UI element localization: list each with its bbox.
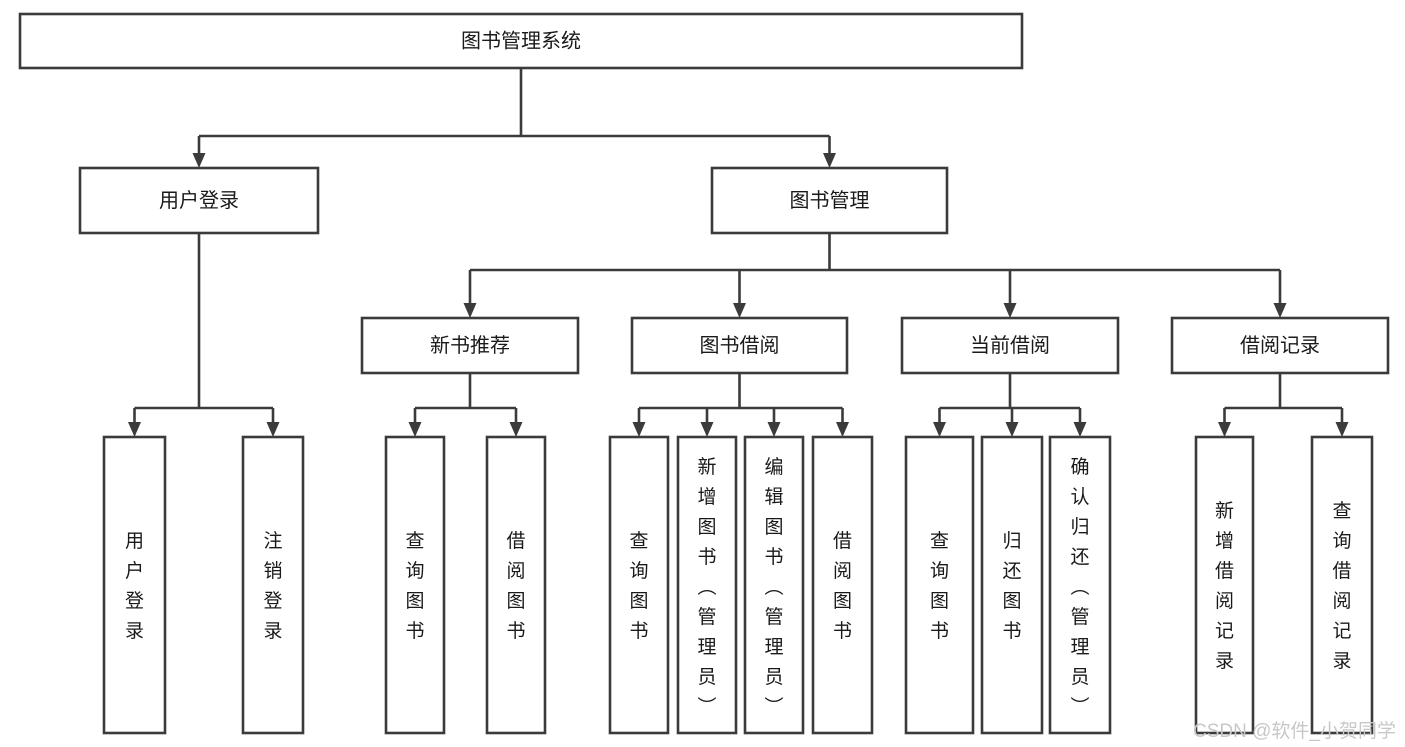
connector-arrowhead	[933, 422, 946, 437]
connector-arrowhead	[836, 422, 849, 437]
connector-arrowhead	[1335, 422, 1349, 437]
node-layer: 图书管理系统用户登录图书管理新书推荐图书借阅当前借阅借阅记录用户登录注销登录查询…	[18, 12, 1390, 735]
node-label: 图书管理	[790, 189, 870, 212]
node-label: 借阅图书	[833, 530, 852, 642]
node-label: 新增图书︵管理员︶	[697, 456, 716, 718]
node-label: 借阅图书	[506, 530, 525, 642]
node-label: 借阅记录	[1240, 334, 1320, 357]
node-label: 新书推荐	[430, 334, 510, 357]
node-box[interactable]	[900, 316, 1120, 375]
connector-arrowhead	[733, 303, 746, 318]
node-label: 用户登录	[125, 531, 144, 642]
connector-arrowhead	[1273, 303, 1287, 318]
connector-arrowhead	[128, 422, 141, 437]
node-box[interactable]	[485, 435, 547, 735]
node-box[interactable]	[241, 435, 305, 735]
node-box[interactable]	[811, 435, 874, 735]
connector-arrowhead	[1003, 303, 1017, 318]
node-leaf-确认归还管理员[interactable]: 确认归还︵管理员︶	[1048, 435, 1112, 735]
node-box[interactable]	[904, 435, 975, 735]
connector-arrowhead	[700, 422, 714, 437]
node-l2-用户登录[interactable]: 用户登录	[78, 166, 320, 235]
node-label: 查询图书	[930, 530, 949, 642]
node-label: 注销登录	[263, 530, 282, 642]
connector-arrowhead	[767, 422, 781, 437]
connector-arrowhead	[463, 303, 477, 318]
connector-arrowhead	[266, 422, 280, 437]
node-label: 确认归还︵管理员︶	[1070, 456, 1089, 718]
connector-arrowhead	[823, 153, 836, 168]
csdn-watermark: CSDN @软件_小贺同学	[1193, 720, 1396, 742]
node-box[interactable]	[980, 435, 1044, 735]
node-l3-借阅记录[interactable]: 借阅记录	[1170, 316, 1390, 375]
node-box[interactable]	[1310, 435, 1374, 735]
connector-arrowhead	[1218, 422, 1231, 437]
node-root-图书管理系统[interactable]: 图书管理系统	[18, 12, 1024, 70]
node-box[interactable]	[710, 166, 949, 235]
node-label: 编辑图书︵管理员︶	[764, 456, 783, 718]
connector-layer	[128, 68, 1349, 437]
node-label: 归还图书	[1002, 530, 1021, 642]
node-l3-当前借阅[interactable]: 当前借阅	[900, 316, 1120, 375]
node-label: 查询借阅记录	[1332, 500, 1351, 672]
node-leaf-用户登录[interactable]: 用户登录	[102, 435, 167, 735]
node-leaf-注销登录[interactable]: 注销登录	[241, 435, 305, 735]
node-leaf-新增借阅记录[interactable]: 新增借阅记录	[1194, 435, 1255, 735]
node-box[interactable]	[102, 435, 167, 735]
node-leaf-查询图书[interactable]: 查询图书	[608, 435, 670, 735]
node-leaf-归还图书[interactable]: 归还图书	[980, 435, 1044, 735]
connector-arrowhead	[192, 153, 206, 168]
connector-arrowhead	[509, 422, 523, 437]
node-box[interactable]	[630, 316, 849, 375]
node-label: 用户登录	[159, 189, 239, 212]
node-l3-图书借阅[interactable]: 图书借阅	[630, 316, 849, 375]
node-box[interactable]	[676, 435, 738, 735]
node-leaf-查询图书[interactable]: 查询图书	[904, 435, 975, 735]
node-leaf-查询借阅记录[interactable]: 查询借阅记录	[1310, 435, 1374, 735]
node-l2-图书管理[interactable]: 图书管理	[710, 166, 949, 235]
node-label: 当前借阅	[970, 334, 1050, 357]
node-box[interactable]	[78, 166, 320, 235]
node-box[interactable]	[743, 435, 805, 735]
node-box[interactable]	[1194, 435, 1255, 735]
node-box[interactable]	[1048, 435, 1112, 735]
node-leaf-编辑图书管理员[interactable]: 编辑图书︵管理员︶	[743, 435, 805, 735]
node-leaf-查询图书[interactable]: 查询图书	[384, 435, 446, 735]
node-label: 图书借阅	[700, 334, 780, 357]
connector-arrowhead	[1073, 422, 1087, 437]
node-l3-新书推荐[interactable]: 新书推荐	[360, 316, 580, 375]
node-box[interactable]	[608, 435, 670, 735]
connector-arrowhead	[408, 422, 422, 437]
node-leaf-借阅图书[interactable]: 借阅图书	[485, 435, 547, 735]
connector-arrowhead	[1005, 422, 1019, 437]
node-leaf-借阅图书[interactable]: 借阅图书	[811, 435, 874, 735]
node-label: 查询图书	[405, 530, 424, 642]
node-leaf-新增图书管理员[interactable]: 新增图书︵管理员︶	[676, 435, 738, 735]
node-label: 新增借阅记录	[1215, 500, 1234, 672]
node-box[interactable]	[360, 316, 580, 375]
node-box[interactable]	[1170, 316, 1390, 375]
node-box[interactable]	[18, 12, 1024, 70]
node-label: 图书管理系统	[461, 29, 581, 52]
node-label: 查询图书	[629, 530, 648, 642]
connector-arrowhead	[632, 422, 646, 437]
node-box[interactable]	[384, 435, 446, 735]
